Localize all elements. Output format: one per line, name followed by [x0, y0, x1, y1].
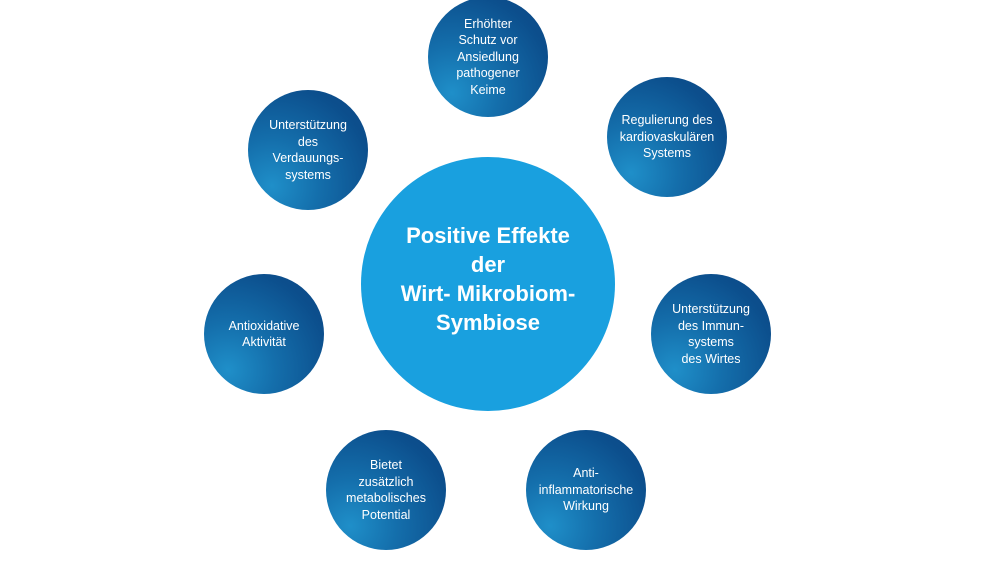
- effect-circle-antioxidative: Antioxidative Aktivität: [204, 274, 324, 394]
- effect-label: Bietet zusätzlich metabolisches Potentia…: [346, 458, 426, 522]
- effect-label: Erhöhter Schutz vor Ansiedlung pathogene…: [456, 16, 520, 97]
- effect-circle-metabolic-potential: Bietet zusätzlich metabolisches Potentia…: [326, 430, 446, 550]
- effect-circle-cardiovascular: Regulierung des kardiovaskulären Systems: [607, 77, 727, 197]
- central-concept-circle: Positive Effekte der Wirt- Mikrobiom- Sy…: [361, 157, 615, 411]
- effect-label: Anti- inflammatorische Wirkung: [538, 466, 634, 514]
- effect-label: Unterstützung des Immun- systems des Wir…: [672, 302, 750, 366]
- effect-label: Antioxidative Aktivität: [228, 318, 300, 350]
- effect-circle-digestive-system: Unterstützung des Verdauungs- systems: [248, 90, 368, 210]
- effect-label: Regulierung des kardiovaskulären Systems: [619, 113, 715, 161]
- effect-circle-anti-inflammatory: Anti- inflammatorische Wirkung: [526, 430, 646, 550]
- effect-circle-immune-system: Unterstützung des Immun- systems des Wir…: [651, 274, 771, 394]
- central-concept-label: Positive Effekte der Wirt- Mikrobiom- Sy…: [400, 223, 576, 335]
- effect-label: Unterstützung des Verdauungs- systems: [269, 118, 347, 182]
- effect-circle-pathogen-protection: Erhöhter Schutz vor Ansiedlung pathogene…: [428, 0, 548, 117]
